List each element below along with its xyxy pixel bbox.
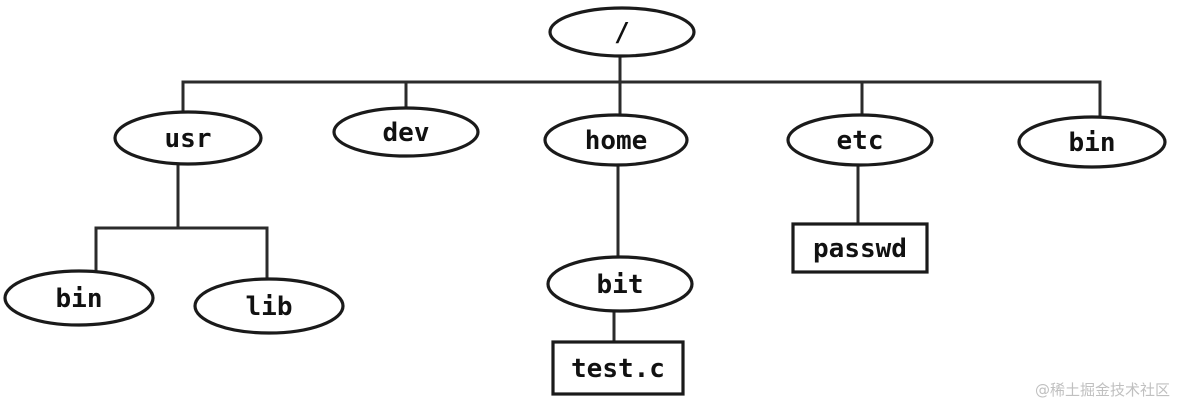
node-label: etc xyxy=(837,126,884,156)
tree-node-usr-lib: lib xyxy=(193,277,345,335)
node-label: lib xyxy=(246,292,293,322)
node-label: home xyxy=(585,126,648,156)
directory-ellipse xyxy=(113,110,263,166)
tree-node-etc: etc xyxy=(786,113,934,167)
tree-node-passwd: passwd xyxy=(791,222,929,274)
node-label: bin xyxy=(1069,128,1116,158)
tree-node-home: home xyxy=(543,113,689,167)
node-label: bin xyxy=(56,284,103,314)
directory-ellipse xyxy=(1017,115,1167,169)
directory-ellipse xyxy=(546,255,694,313)
tree-node-root: / xyxy=(548,6,696,58)
directory-ellipse xyxy=(786,113,934,167)
directory-ellipse xyxy=(543,113,689,167)
tree-node-dev: dev xyxy=(332,106,480,158)
tree-node-bit: bit xyxy=(546,255,694,313)
tree-node-usr: usr xyxy=(113,110,263,166)
node-label: usr xyxy=(165,124,212,154)
directory-ellipse xyxy=(193,277,345,335)
watermark: @稀土掘金技术社区 xyxy=(1034,381,1170,399)
tree-nodes: / usr dev home etc bin bin lib bit passwd test.c xyxy=(3,6,1167,396)
tree-node-test-c: test.c xyxy=(551,340,685,396)
directory-ellipse xyxy=(3,269,155,327)
node-label: dev xyxy=(383,118,430,148)
tree-node-usr-bin: bin xyxy=(3,269,155,327)
node-label: passwd xyxy=(813,234,907,264)
directory-ellipse xyxy=(332,106,480,158)
file-box xyxy=(791,222,929,274)
node-label: test.c xyxy=(571,354,665,384)
node-label: / xyxy=(614,18,630,48)
tree-edges xyxy=(94,54,1102,344)
node-label: bit xyxy=(597,270,644,300)
tree-node-bin-top: bin xyxy=(1017,115,1167,169)
directory-ellipse xyxy=(548,6,696,58)
file-box xyxy=(551,340,685,396)
